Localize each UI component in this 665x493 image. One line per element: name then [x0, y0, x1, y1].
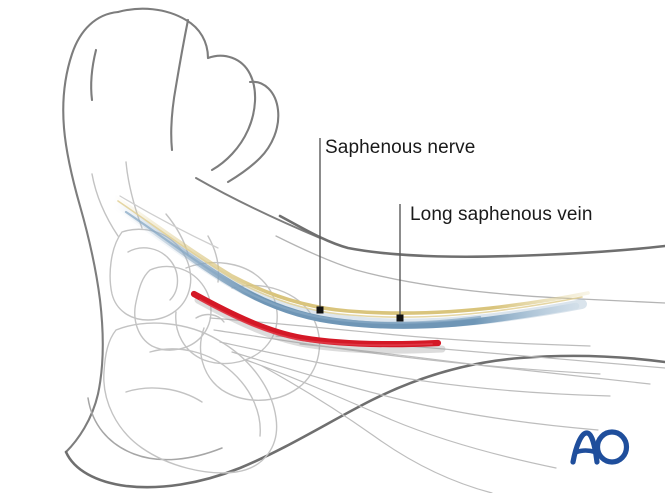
label-long-saphenous-vein: Long saphenous vein [396, 204, 593, 322]
ao-logo: AO [570, 429, 630, 465]
label-saphenous-nerve: Saphenous nerve [316, 137, 475, 314]
label-saphenous-nerve-text: Saphenous nerve [325, 137, 475, 158]
label-long-saphenous-vein-text: Long saphenous vein [410, 204, 593, 225]
tarsal-bones-outline [91, 161, 321, 474]
proximal-contour-lines [119, 195, 665, 304]
artery-line [190, 290, 446, 354]
foot-skin-outline [62, 7, 665, 489]
leader-dot-saphenous-nerve [316, 306, 324, 314]
saphenous-nerve-line [112, 194, 590, 318]
long-saphenous-vein-band [107, 197, 587, 329]
leader-dot-long-saphenous-vein [396, 314, 404, 322]
